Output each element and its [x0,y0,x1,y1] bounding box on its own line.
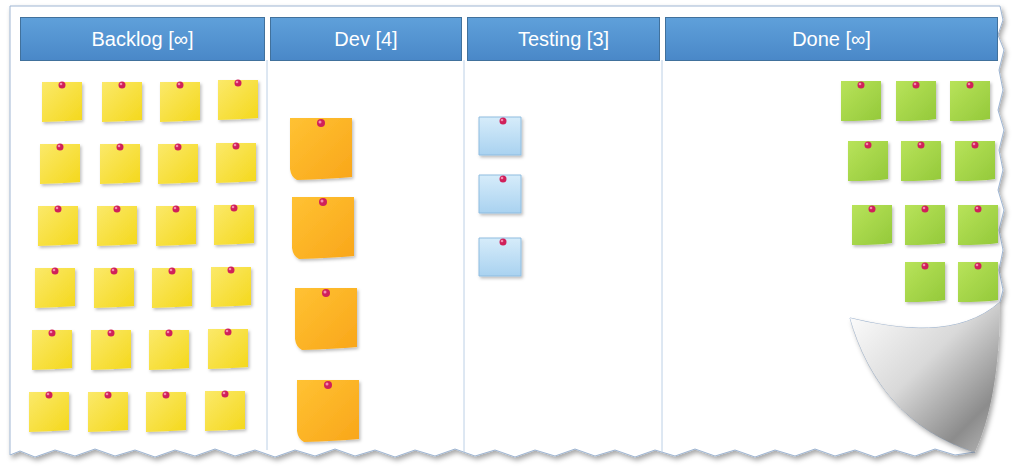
sticky-note [156,206,196,247]
sticky-note [88,392,128,433]
sticky-note [955,141,995,181]
sticky-note [958,262,998,302]
torn-page [10,6,1004,457]
sticky-note [160,82,200,123]
sticky-note [211,267,251,308]
column-title: Dev [4] [334,28,397,51]
backlog-notes [29,80,258,433]
sticky-note [40,144,80,185]
sticky-note [216,143,256,184]
done-notes [841,81,998,302]
column-divider [267,60,268,450]
sticky-note [848,141,888,181]
sticky-note [479,238,521,276]
sticky-note [38,206,78,247]
sticky-note [100,144,140,185]
column-title: Done [∞] [792,28,871,51]
sticky-note [852,205,892,245]
sticky-note [896,81,936,121]
sticky-note [42,82,82,123]
column-header: Testing [3] [467,17,660,61]
sticky-note [35,268,75,309]
sticky-note [297,380,359,442]
sticky-note [32,330,72,371]
sticky-note [158,144,198,185]
sticky-note [841,81,881,121]
sticky-note [97,206,137,247]
sticky-note [102,82,142,123]
sticky-note [149,330,189,371]
column-title: Testing [3] [518,28,609,51]
column-header: Backlog [∞] [20,17,265,61]
sticky-note [901,141,941,181]
testing-notes [479,117,521,276]
sticky-note [91,330,131,371]
column-divider [662,60,663,452]
sticky-note [218,80,258,121]
sticky-note [152,268,192,309]
dev-notes [290,118,359,442]
sticky-note [905,205,945,245]
sticky-note [205,391,245,432]
sticky-note [29,392,69,433]
sticky-note [290,118,352,180]
sticky-note [905,262,945,302]
column-header: Done [∞] [665,17,998,61]
sticky-note [146,392,186,433]
sticky-note [479,117,521,155]
sticky-note [292,197,354,259]
column-title: Backlog [∞] [91,28,193,51]
sticky-note [958,205,998,245]
sticky-note [214,205,254,246]
sticky-note [950,81,990,121]
sticky-note [479,175,521,213]
column-divider [464,60,465,452]
column-header: Dev [4] [270,17,462,61]
sticky-note [295,288,357,350]
sticky-note [94,268,134,309]
page-curl [850,302,1000,452]
sticky-note [208,329,248,370]
